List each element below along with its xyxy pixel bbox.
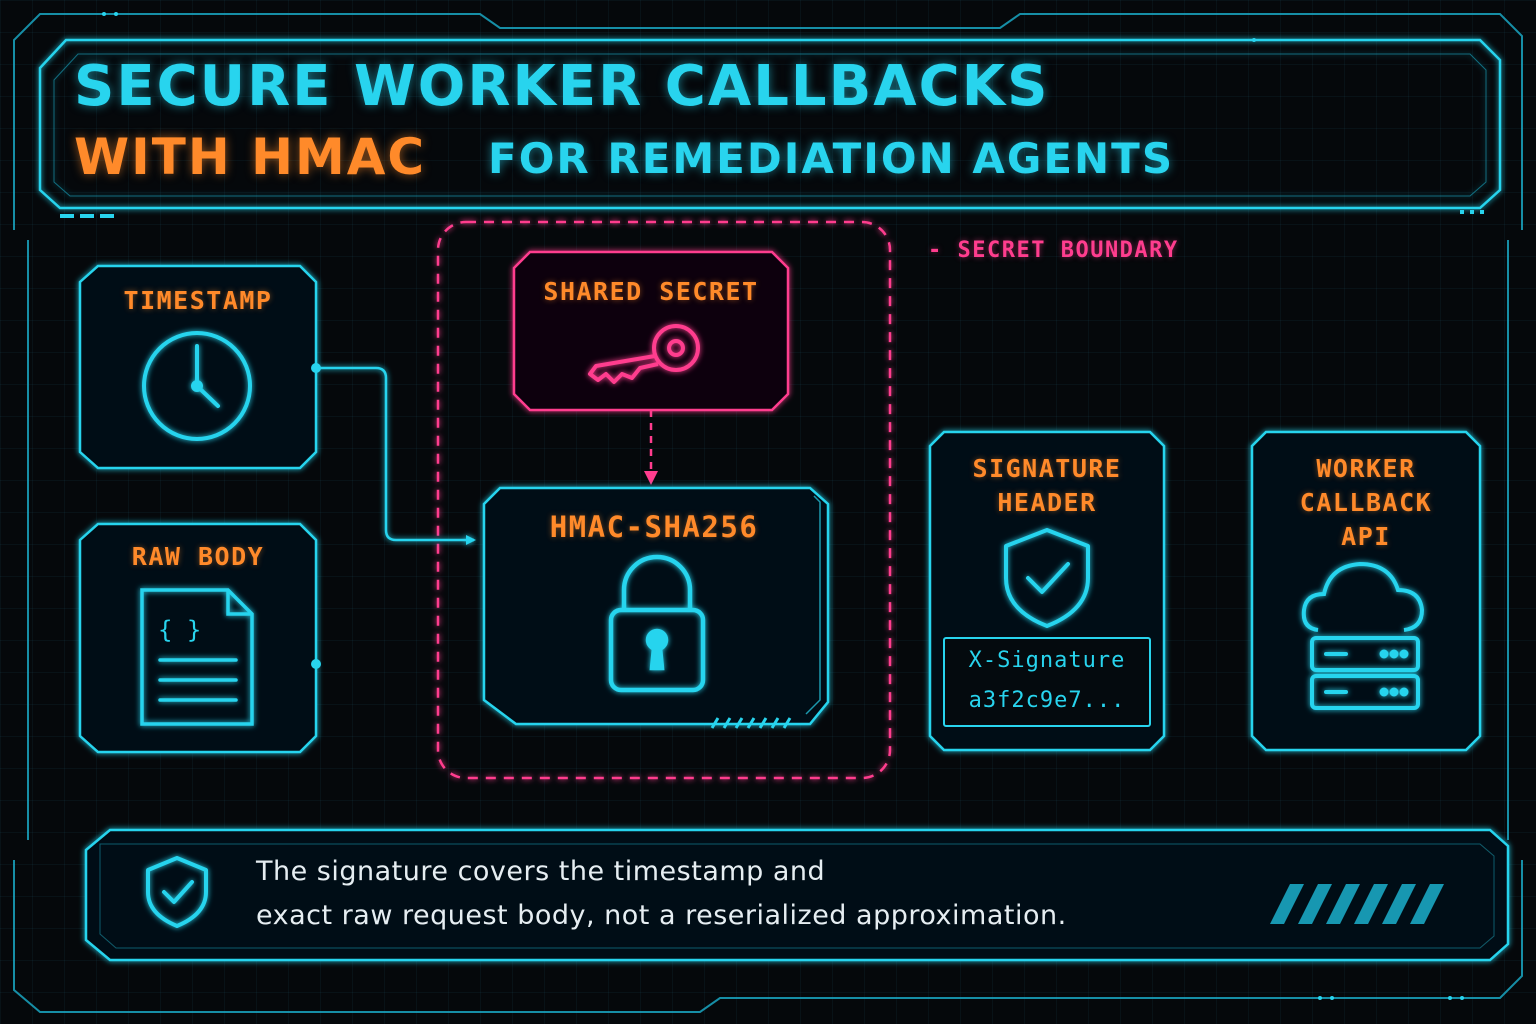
signature-header-value: a3f2c9e7...: [968, 688, 1126, 713]
signature-header-name: X-Signature: [968, 648, 1126, 673]
raw-body-port: [311, 659, 321, 669]
title-accents: [60, 210, 1484, 218]
raw-body-node[interactable]: [78, 522, 318, 754]
shared-secret-node[interactable]: [512, 250, 790, 412]
signature-label-line2: HEADER: [997, 488, 1097, 517]
key-icon: [588, 324, 700, 384]
hmac-stripe-accent: [710, 717, 792, 729]
note-text: The signature covers the timestamp and e…: [256, 850, 1067, 938]
clock-icon: [142, 331, 252, 441]
padlock-icon: [608, 554, 706, 693]
note-stripe-accent: [1270, 884, 1444, 924]
raw-body-label: RAW BODY: [131, 542, 265, 571]
shared-secret-label: SHARED SECRET: [543, 277, 759, 306]
hmac-inner-edge: [805, 495, 821, 715]
timestamp-label: TIMESTAMP: [123, 286, 273, 315]
worker-api-label-line2: CALLBACK: [1299, 488, 1433, 517]
worker-api-node[interactable]: [1250, 430, 1482, 752]
note-line-1: The signature covers the timestamp and: [256, 856, 826, 887]
corner-dots: [102, 12, 1464, 1000]
title-highlight: WITH HMAC: [74, 128, 427, 186]
note-shield-check-icon: [146, 856, 208, 928]
note-line-2: exact raw request body, not a reserializ…: [256, 900, 1067, 931]
worker-api-label-line3: API: [1341, 522, 1391, 551]
cloud-server-icon: [1301, 561, 1425, 710]
signature-label-line1: SIGNATURE: [972, 454, 1122, 483]
timestamp-to-hmac-arrow: [316, 366, 476, 545]
worker-api-label-line1: WORKER: [1316, 454, 1416, 483]
signature-value-box: [943, 637, 1151, 727]
shield-check-icon: [1004, 528, 1090, 628]
title-line-1: SECURE WORKER CALLBACKS: [74, 54, 1050, 119]
json-document-icon: [140, 588, 254, 726]
secret-boundary-label: - SECRET BOUNDARY: [928, 238, 1179, 263]
hmac-label: HMAC-SHA256: [549, 510, 759, 544]
title-panel: [38, 38, 1502, 210]
title-line-2: FOR REMEDIATION AGENTS: [488, 134, 1175, 183]
secret-boundary: [436, 220, 892, 780]
timestamp-port: [311, 363, 321, 373]
outer-frame: [13, 13, 1523, 1013]
json-braces: { }: [158, 616, 201, 644]
hmac-node[interactable]: [482, 486, 830, 726]
note-panel: [84, 828, 1510, 962]
